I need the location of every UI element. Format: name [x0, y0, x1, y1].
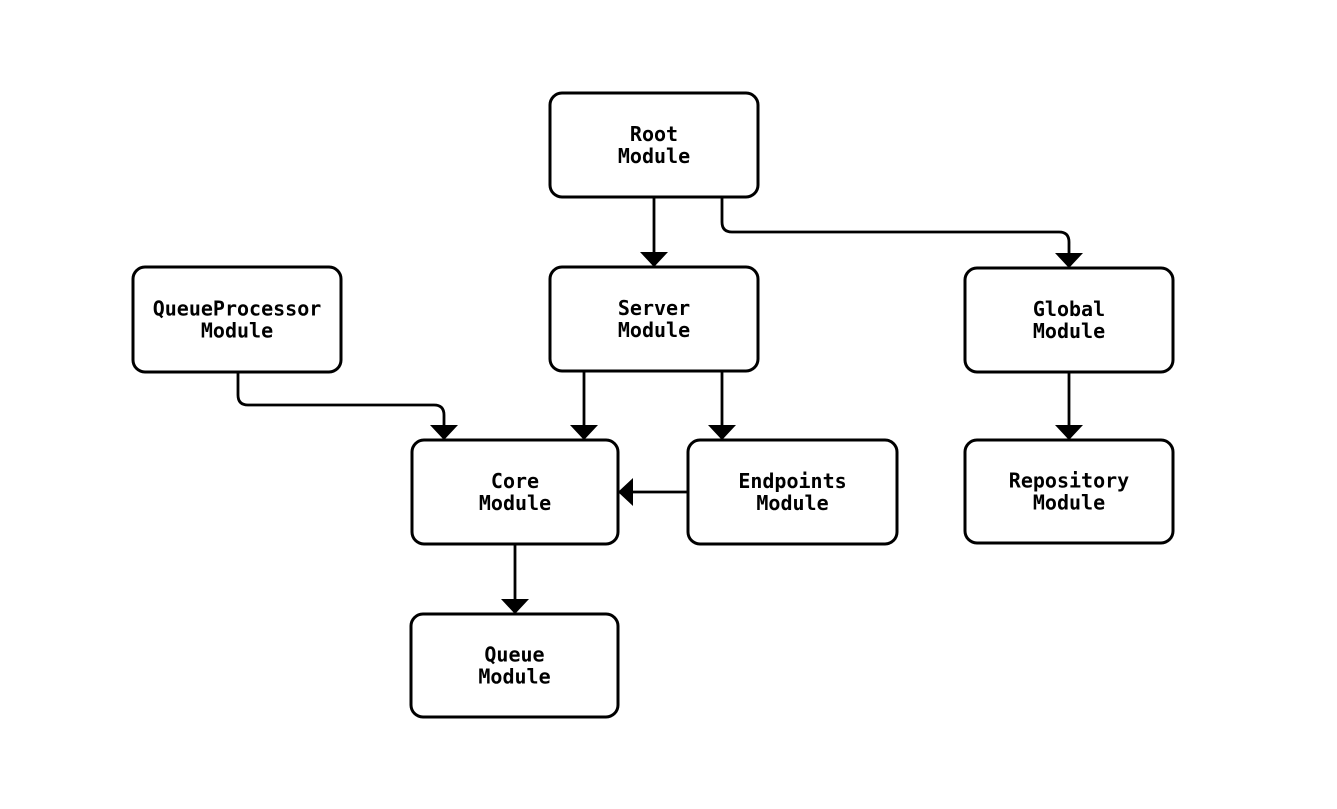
- edge-root-global: [720, 197, 1083, 268]
- node-box-root: [548, 91, 760, 199]
- node-box-repository: [963, 438, 1175, 545]
- node-box-global: [963, 266, 1175, 374]
- node-box-endpoints: [686, 438, 899, 546]
- node-box-queue: [409, 612, 620, 719]
- node-box-queueprocessor: [131, 265, 343, 374]
- node-box-core: [410, 438, 620, 546]
- edge-queueprocessor-core: [236, 372, 458, 440]
- node-box-server: [548, 265, 760, 373]
